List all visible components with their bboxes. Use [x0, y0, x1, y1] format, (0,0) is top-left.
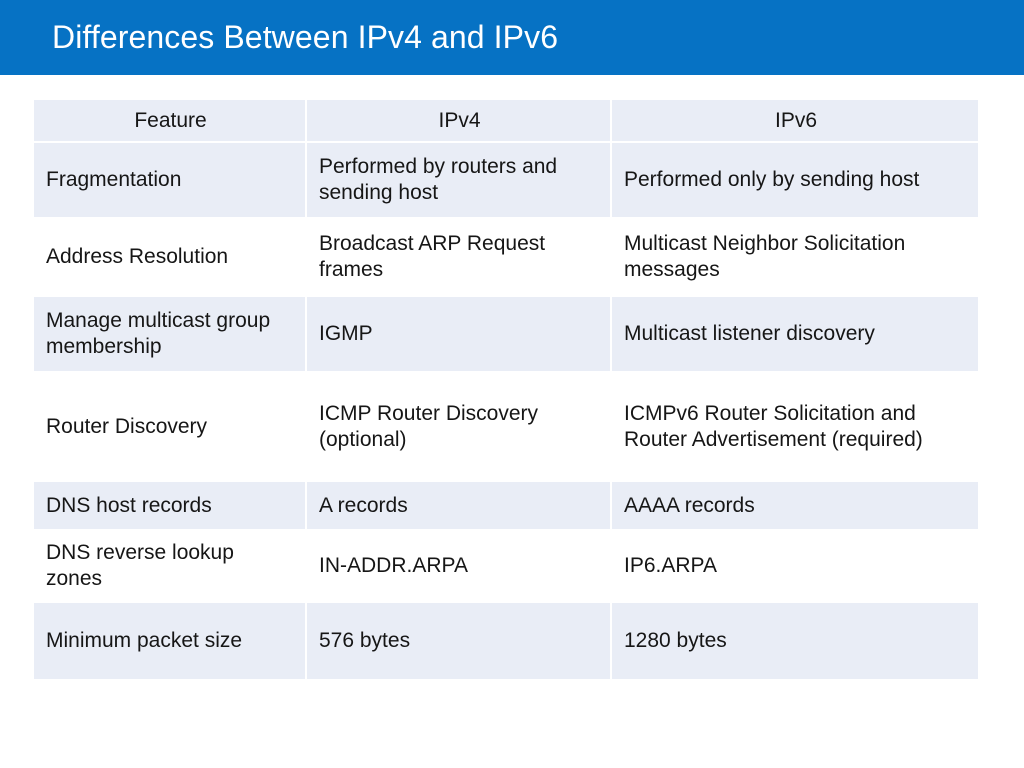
cell-feature: Router Discovery	[34, 373, 307, 482]
cell-ipv4: IN-ADDR.ARPA	[307, 531, 612, 603]
cell-ipv4: A records	[307, 482, 612, 531]
table-header-row: Feature IPv4 IPv6	[34, 100, 978, 143]
cell-ipv6: ICMPv6 Router Solicitation and Router Ad…	[612, 373, 978, 482]
cell-feature: Manage multicast group membership	[34, 297, 307, 373]
cell-ipv6: 1280 bytes	[612, 603, 978, 679]
slide-title: Differences Between IPv4 and IPv6	[52, 19, 559, 55]
column-header-ipv6: IPv6	[612, 100, 978, 143]
slide-title-bar: Differences Between IPv4 and IPv6	[0, 0, 1024, 75]
cell-feature: DNS reverse lookup zones	[34, 531, 307, 603]
table-row: Router Discovery ICMP Router Discovery (…	[34, 373, 978, 482]
table-row: Fragmentation Performed by routers and s…	[34, 143, 978, 219]
cell-ipv6: IP6.ARPA	[612, 531, 978, 603]
cell-ipv4: ICMP Router Discovery (optional)	[307, 373, 612, 482]
comparison-table-container: Feature IPv4 IPv6 Fragmentation Performe…	[34, 100, 978, 679]
comparison-table: Feature IPv4 IPv6 Fragmentation Performe…	[34, 100, 978, 679]
cell-feature: Minimum packet size	[34, 603, 307, 679]
cell-feature: Fragmentation	[34, 143, 307, 219]
table-row: DNS host records A records AAAA records	[34, 482, 978, 531]
cell-ipv6: Performed only by sending host	[612, 143, 978, 219]
table-row: Address Resolution Broadcast ARP Request…	[34, 219, 978, 297]
column-header-ipv4: IPv4	[307, 100, 612, 143]
cell-ipv6: Multicast Neighbor Solicitation messages	[612, 219, 978, 297]
table-row: DNS reverse lookup zones IN-ADDR.ARPA IP…	[34, 531, 978, 603]
cell-ipv4: IGMP	[307, 297, 612, 373]
cell-feature: Address Resolution	[34, 219, 307, 297]
table-row: Manage multicast group membership IGMP M…	[34, 297, 978, 373]
table-row: Minimum packet size 576 bytes 1280 bytes	[34, 603, 978, 679]
cell-ipv4: Performed by routers and sending host	[307, 143, 612, 219]
cell-feature: DNS host records	[34, 482, 307, 531]
cell-ipv4: 576 bytes	[307, 603, 612, 679]
cell-ipv6: Multicast listener discovery	[612, 297, 978, 373]
cell-ipv6: AAAA records	[612, 482, 978, 531]
column-header-feature: Feature	[34, 100, 307, 143]
cell-ipv4: Broadcast ARP Request frames	[307, 219, 612, 297]
